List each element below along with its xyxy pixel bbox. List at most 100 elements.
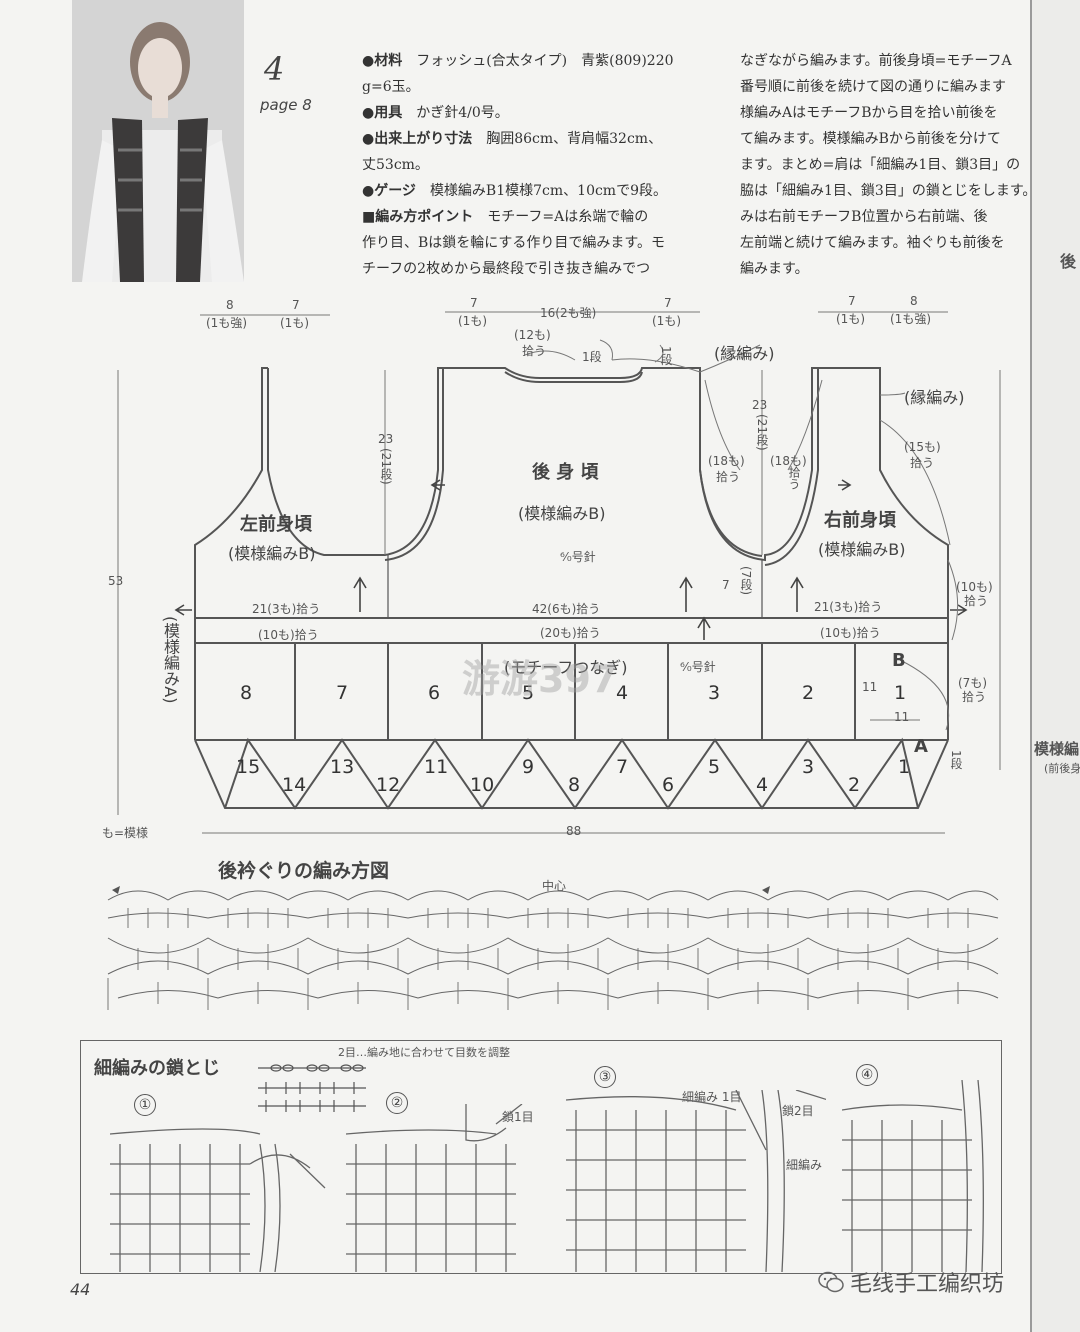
- project-number: 4: [264, 50, 285, 88]
- armhole-pick-b-word: 拾う: [787, 466, 801, 490]
- motif-b-number: 3: [708, 682, 721, 704]
- dim-right-neck-pat: (1も): [836, 312, 865, 326]
- step-4-marker: ④: [856, 1064, 878, 1086]
- dim-left-neck: 7: [292, 298, 300, 312]
- howto-note: 2目…編み地に合わせて目数を調整: [338, 1046, 510, 1059]
- motif-a-number: 9: [522, 756, 535, 778]
- edge-band-label-1: (縁編み): [714, 344, 775, 363]
- dim-left-neck-pat: (1も): [280, 316, 309, 330]
- motif-b-marker: B: [892, 650, 906, 671]
- next-page-edge: 後 模様編 (前後身: [1030, 0, 1080, 1332]
- spec-line: チーフの2枚めから最終段で引き抜き編みでつ: [362, 261, 651, 277]
- dim-right-front: 8: [910, 294, 918, 308]
- pick-band-left: (10も)拾う: [258, 628, 319, 642]
- motif-a-number: 5: [708, 756, 721, 778]
- pattern-a-label: (模様編みA): [161, 616, 180, 704]
- pick-band-back: (20も)拾う: [540, 626, 601, 640]
- neck-pick-word: 拾う: [522, 344, 547, 358]
- dim-left-front-pat: (1も強): [206, 316, 247, 330]
- brand-name: 毛线手工编织坊: [850, 1272, 1005, 1297]
- step-3-marker: ③: [594, 1066, 616, 1088]
- motif-b-number: 7: [336, 682, 349, 704]
- dim-back-right-pat: (1も): [652, 314, 681, 328]
- neck-pick-count: (12も): [514, 328, 551, 342]
- watermark: 游游397: [462, 657, 618, 701]
- hook-size-upper: ⁶⁄₀号針: [560, 550, 596, 564]
- armhole-pick-b: (18も): [770, 454, 807, 468]
- wechat-icon: [818, 1271, 844, 1293]
- chain-join-symbol: [258, 1064, 366, 1112]
- step-3-illustration: [566, 1090, 826, 1272]
- label-chain-2: 鎖2目: [782, 1104, 814, 1118]
- step-4-illustration: [842, 1080, 984, 1272]
- spec-line: 丈53cm。: [362, 157, 429, 173]
- dim-back-left-pat: (1も): [458, 314, 487, 328]
- yoke-rows: (7段): [739, 566, 753, 595]
- edge-band-label-2: (縁編み): [904, 388, 965, 407]
- label-sc-1: 細編み 1目: [682, 1090, 742, 1104]
- right-front-pattern: (模様編みB): [818, 540, 906, 559]
- total-length: 53: [108, 574, 124, 588]
- motif-b-number: 4: [616, 682, 629, 704]
- howto-title: 細編みの鎖とじ: [94, 1058, 220, 1079]
- dim-back-left: 7: [470, 296, 478, 310]
- step-1-illustration: [110, 1128, 326, 1272]
- motif-join-label: (モチーフつなぎ): [504, 658, 628, 677]
- spec-line: ●出来上がり寸法 胸囲86cm、背肩幅32cm、: [362, 131, 663, 147]
- armhole-pick-c-word: 拾う: [910, 456, 935, 470]
- back-body-pattern: (模様編みB): [518, 504, 606, 523]
- pick-back: 42(6も)拾う: [532, 602, 601, 616]
- step-2-marker: ②: [386, 1092, 408, 1114]
- motif-pick-count: (7も): [958, 676, 987, 690]
- armhole-pick-c: (15も): [904, 440, 941, 454]
- motif-a-number: 15: [236, 756, 261, 778]
- motif-a-number: 14: [282, 774, 307, 796]
- motif-b-number: 1: [894, 682, 907, 704]
- armhole-pick-a: (18も): [708, 454, 745, 468]
- spec-line: 作り目、Bは鎖を輪にする作り目で編みます。モ: [362, 235, 666, 251]
- motif-a-number: 12: [376, 774, 401, 796]
- motif-a-number: 3: [802, 756, 815, 778]
- armhole-pick-a-word: 拾う: [716, 470, 741, 484]
- page-number: 44: [70, 1280, 91, 1299]
- motif-a-number: 6: [662, 774, 675, 796]
- howto-panel: [80, 1040, 1002, 1274]
- spec-line: ■編み方ポイント モチーフ=Aは糸端で輪の: [362, 209, 649, 225]
- instructions-text: なぎながら編みます。前後身頃=モチーフA 番号順に前後を続けて図の通りに編みます…: [740, 53, 1030, 277]
- motif-a-row: 1段: [949, 750, 963, 770]
- motif-pick-word: 拾う: [962, 690, 987, 704]
- armhole-rows-left: (21段): [379, 448, 393, 485]
- motif-a-number: 2: [848, 774, 861, 796]
- right-front-label: 右前身頃: [824, 510, 896, 531]
- motif-b-size-h: 11: [894, 710, 910, 724]
- neckline-chart: [107, 886, 999, 1010]
- pick-left-front: 21(3も)拾う: [252, 602, 321, 616]
- motif-a-number: 11: [424, 756, 449, 778]
- spine-text-1: 後: [1060, 252, 1077, 271]
- back-body-label: 後 身 頃: [532, 462, 599, 483]
- vest-schematic: [117, 311, 1001, 834]
- side-pick-count: (10も): [956, 580, 993, 594]
- dim-right-front-pat: (1も強): [890, 312, 931, 326]
- spec-line: g=6玉。: [362, 79, 420, 95]
- motif-a-marker: A: [914, 736, 928, 757]
- legend-pattern: も=模様: [102, 826, 149, 840]
- model-photo: [72, 0, 244, 282]
- project-page-ref: page 8: [260, 96, 312, 114]
- armhole-rows-right: (21段): [755, 414, 769, 451]
- dim-back-neck: 16(2も強): [540, 306, 597, 320]
- dim-back-right: 7: [664, 296, 672, 310]
- motif-a-number: 10: [470, 774, 495, 796]
- armhole-height-left: 23: [378, 432, 394, 446]
- motif-b-size-v: 11: [862, 680, 878, 694]
- motif-a-number: 4: [756, 774, 769, 796]
- pick-band-right: (10も)拾う: [820, 626, 881, 640]
- left-front-label: 左前身頃: [240, 514, 312, 535]
- spec-line: ●材料 フォッシュ(合太タイプ) 青紫(809)220: [362, 53, 674, 69]
- step-1-marker: ①: [134, 1094, 156, 1116]
- step-2-illustration: [346, 1104, 523, 1272]
- left-front-pattern: (模様編みB): [228, 544, 316, 563]
- brand-watermark: 毛线手工编织坊: [818, 1266, 1004, 1298]
- motif-b-number: 5: [522, 682, 535, 704]
- spec-line: ●ゲージ 模様編みB1模様7cm、10cmで9段。: [362, 183, 667, 199]
